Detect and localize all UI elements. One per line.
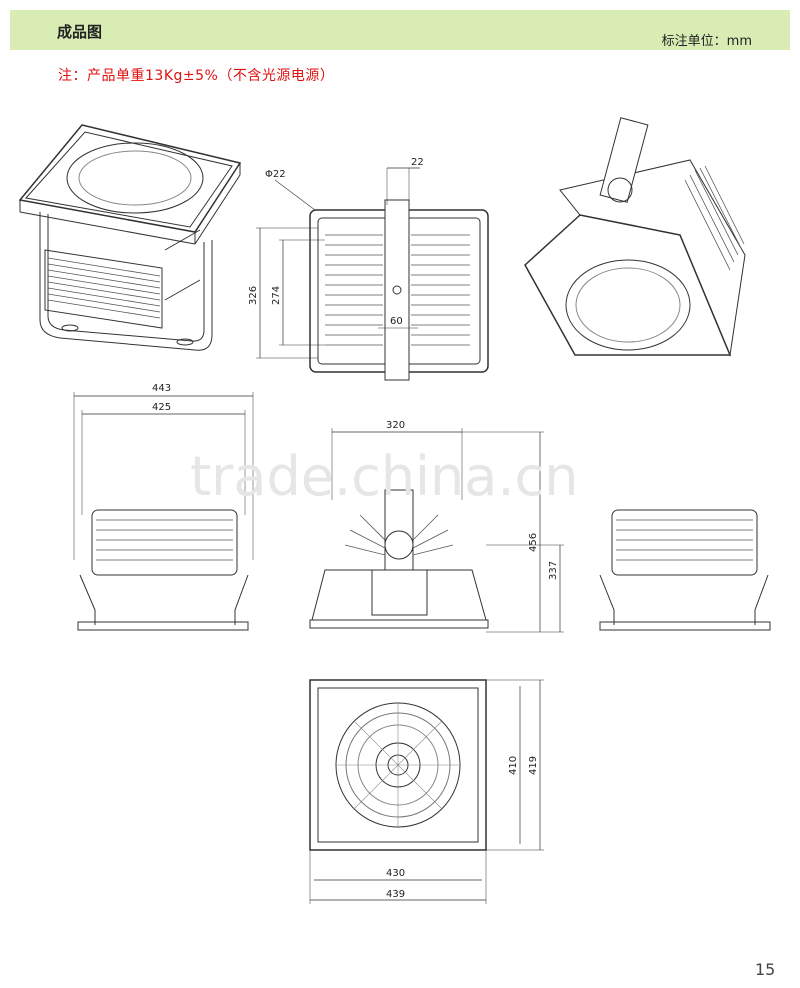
side-view-top [256, 167, 489, 381]
unit-label: 标注单位：mm [661, 34, 752, 49]
page-title: 成品图 [57, 23, 103, 41]
dim-height-outer: 326 [248, 286, 259, 305]
front-view [73, 392, 254, 631]
dim-front-outer: 443 [152, 383, 171, 394]
header-bar: 成品图 标注单位：mm [10, 10, 790, 50]
dim-height-inner: 274 [271, 286, 282, 305]
dim-bracket-width: 22 [411, 157, 424, 168]
weight-note: 注：产品单重13Kg±5%（不含光源电源） [58, 68, 335, 84]
isometric-view-back [524, 117, 746, 357]
page-number: 15 [755, 960, 776, 979]
dim-top-width-inner: 430 [386, 868, 405, 879]
dim-side-height-body: 337 [548, 561, 559, 580]
dim-center-width: 60 [390, 316, 403, 327]
dim-side-width: 320 [386, 420, 405, 431]
rear-view [599, 509, 771, 631]
dim-front-inner: 425 [152, 402, 171, 413]
dim-top-width-outer: 439 [386, 889, 405, 900]
dim-side-height-total: 456 [528, 533, 539, 552]
side-view [309, 428, 564, 633]
dim-top-height-outer: 419 [528, 756, 539, 775]
dim-phi: Φ22 [265, 169, 286, 180]
dim-top-height-inner: 410 [508, 756, 519, 775]
top-view [309, 679, 544, 904]
isometric-view-front [18, 124, 242, 351]
watermark: trade.china.cn [190, 445, 578, 508]
